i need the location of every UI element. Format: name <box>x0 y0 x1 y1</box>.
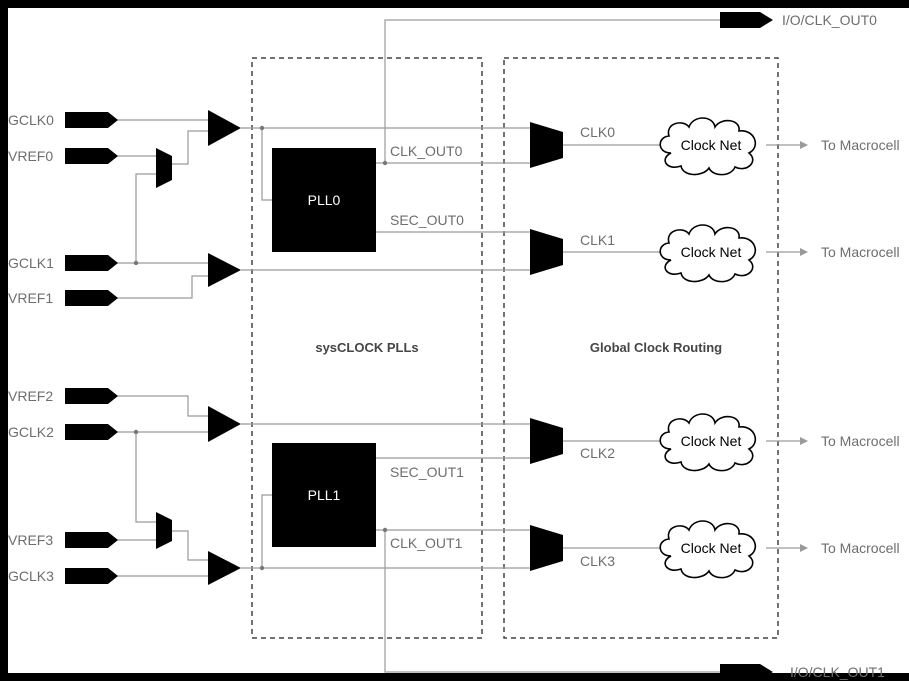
label-clk2: CLK2 <box>580 445 615 461</box>
input-logic <box>156 110 241 585</box>
label-to-macrocell-3: To Macrocell <box>821 540 900 556</box>
label-to-macrocell-2: To Macrocell <box>821 433 900 449</box>
clock-net-2: Clock Net <box>659 413 757 472</box>
input-mux-1 <box>156 512 172 549</box>
label-vref3: VREF3 <box>8 532 53 548</box>
clock-net-1-label: Clock Net <box>681 244 742 260</box>
label-gclk2: GCLK2 <box>8 424 54 440</box>
clock-net-3-label: Clock Net <box>681 540 742 556</box>
label-vref0: VREF0 <box>8 148 53 164</box>
pad-gclk2 <box>65 424 118 440</box>
input-buffer-0 <box>208 110 241 146</box>
routing-muxes <box>530 122 563 571</box>
clock-net-3: Clock Net <box>659 520 757 579</box>
label-vref1: VREF1 <box>8 290 53 306</box>
routing-mux-clk0 <box>530 122 563 168</box>
input-mux-0 <box>156 148 172 188</box>
clock-net-0-label: Clock Net <box>681 137 742 153</box>
label-sec-out0: SEC_OUT0 <box>390 212 464 228</box>
label-vref2: VREF2 <box>8 388 53 404</box>
pad-gclk0 <box>65 112 118 128</box>
label-gclk3: GCLK3 <box>8 568 54 584</box>
label-gclk1: GCLK1 <box>8 255 54 271</box>
clock-net-clouds: Clock Net Clock Net Clock Net Clock Net <box>659 117 757 579</box>
pad-io-clk-out0 <box>720 12 773 28</box>
section-title-routing: Global Clock Routing <box>590 340 722 355</box>
output-pads <box>720 12 773 680</box>
label-clk0: CLK0 <box>580 124 615 140</box>
input-buffer-1 <box>208 253 241 287</box>
global-routing-region <box>503 57 779 639</box>
clock-net-2-label: Clock Net <box>681 433 742 449</box>
wires <box>117 19 800 673</box>
label-clk3: CLK3 <box>580 553 615 569</box>
label-sec-out1: SEC_OUT1 <box>390 464 464 480</box>
pad-vref1 <box>65 290 118 306</box>
clock-net-1: Clock Net <box>659 224 757 283</box>
pll1-block <box>272 443 376 547</box>
section-title-plls: sysCLOCK PLLs <box>315 340 418 355</box>
pad-io-clk-out1 <box>720 664 773 680</box>
routing-mux-clk2 <box>530 418 563 464</box>
pad-vref2 <box>65 388 118 404</box>
input-buffer-3 <box>208 551 241 585</box>
pad-vref3 <box>65 532 118 548</box>
pll0-block <box>272 148 376 252</box>
input-pads <box>65 112 118 584</box>
pll0-label: PLL0 <box>308 192 341 208</box>
pad-gclk1 <box>65 255 118 271</box>
pad-vref0 <box>65 148 118 164</box>
pad-gclk3 <box>65 568 118 584</box>
diagram-background <box>8 8 909 673</box>
label-clk1: CLK1 <box>580 232 615 248</box>
routing-mux-clk1 <box>530 229 563 275</box>
pll1-label: PLL1 <box>308 487 341 503</box>
label-gclk0: GCLK0 <box>8 112 54 128</box>
macrocell-arrowheads <box>800 141 808 552</box>
input-labels: GCLK0 VREF0 GCLK1 VREF1 VREF2 GCLK2 VREF… <box>8 112 54 584</box>
label-io-clk-out1: I/O/CLK_OUT1 <box>790 664 885 680</box>
label-clk-out1: CLK_OUT1 <box>390 535 463 551</box>
macrocell-labels: To Macrocell To Macrocell To Macrocell T… <box>821 137 900 556</box>
label-clk-out0: CLK_OUT0 <box>390 143 463 159</box>
label-to-macrocell-0: To Macrocell <box>821 137 900 153</box>
routing-mux-clk3 <box>530 525 563 571</box>
clock-net-0: Clock Net <box>659 117 757 176</box>
input-buffer-2 <box>208 406 241 442</box>
label-to-macrocell-1: To Macrocell <box>821 244 900 260</box>
junction-dots <box>133 125 388 571</box>
label-io-clk-out0: I/O/CLK_OUT0 <box>782 12 877 28</box>
